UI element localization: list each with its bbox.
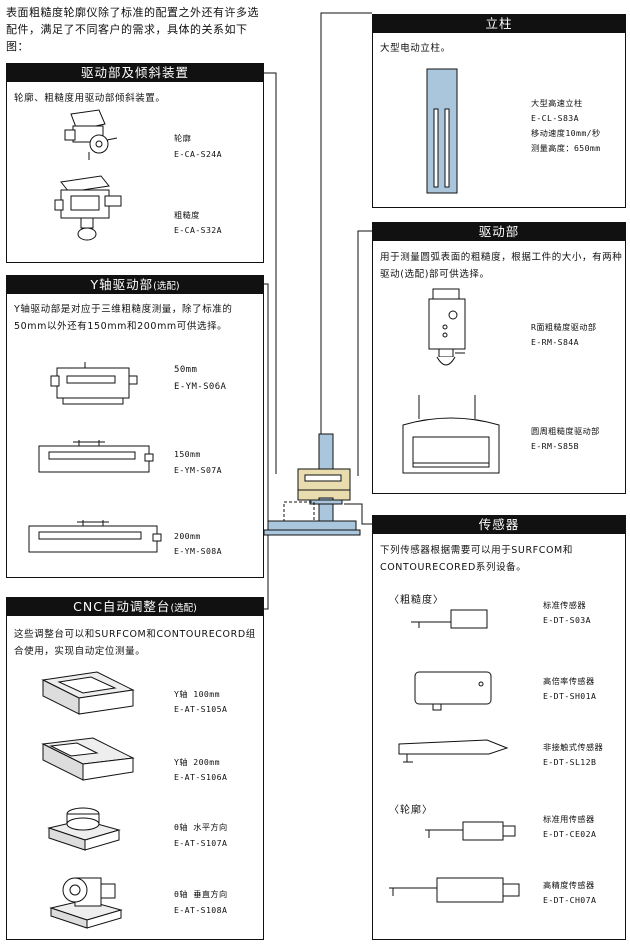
item-sensor-std-code: E-DT-S03A: [543, 615, 591, 625]
panel-sensor: 传感器 下列传感器根据需要可以用于SURFCOM和CONTOURECORED系列…: [372, 515, 626, 940]
panel-column-title: 立柱: [372, 14, 626, 33]
cnc-y200-stage-icon: [37, 734, 137, 786]
panel-drive-tilt-title: 驱动部及倾斜装置: [6, 63, 264, 82]
item-cnc-y100-name: Y轴 100mm: [174, 689, 220, 699]
cnc-theta-horizontal-icon: [43, 798, 127, 854]
item-roughness-code: E-CA-S32A: [174, 225, 222, 235]
item-sensor-std-name: 标准传感器: [543, 600, 586, 610]
item-sensor-precision-code: E-DT-CH07A: [543, 895, 597, 905]
item-y200-name: 200mm: [174, 531, 201, 541]
panel-cnc-title: CNC自动调整台(选配): [6, 597, 264, 616]
panel-drive-tilt-desc: 轮廓、粗糙度用驱动部倾斜装置。: [14, 93, 166, 104]
item-r-drive-code: E-RM-S84A: [531, 337, 579, 347]
column-line-3: 移动速度10mm/秒: [531, 128, 601, 138]
item-cnc-theta-v-code: E-AT-S108A: [174, 905, 228, 915]
contour-tilt-device-icon: [59, 108, 119, 162]
y-drive-150mm-icon: [33, 438, 157, 478]
item-sensor-noncontact-code: E-DT-SL12B: [543, 757, 597, 767]
item-cnc-theta-v-name: θ轴 垂直方向: [174, 889, 228, 899]
standard-sensor-icon: [409, 608, 493, 638]
item-contour-name: 轮廓: [174, 133, 192, 143]
circumference-drive-icon: [395, 393, 507, 477]
panel-y-axis: Y轴驱动部(选配) Y轴驱动部是对应于三维粗糙度测量，除了标准的50mm以外还有…: [6, 275, 264, 578]
column-line-2: E-CL-S83A: [531, 113, 579, 123]
cnc-y100-stage-icon: [37, 668, 137, 720]
panel-y-axis-desc: Y轴驱动部是对应于三维粗糙度测量，除了标准的50mm以外还有150mm和200m…: [14, 304, 233, 332]
large-column-icon: [425, 67, 459, 195]
panel-sensor-title: 传感器: [372, 515, 626, 534]
panel-drive-title: 驱动部: [372, 222, 626, 241]
item-cnc-y100-code: E-AT-S105A: [174, 704, 228, 714]
item-cnc-theta-h-code: E-AT-S107A: [174, 838, 228, 848]
item-sensor-contour-std-code: E-DT-CE02A: [543, 829, 597, 839]
item-sensor-noncontact-name: 非接触式传感器: [543, 742, 604, 752]
connector-drive: [357, 230, 372, 476]
panel-column: 立柱 大型电动立柱。 大型高速立柱 E-CL-S83A 移动速度10mm/秒 测…: [372, 14, 626, 208]
connector-column: [320, 12, 372, 440]
item-circ-drive-code: E-RM-S85B: [531, 441, 579, 451]
panel-sensor-desc: 下列传感器根据需要可以用于SURFCOM和CONTOURECORED系列设备。: [380, 545, 573, 573]
non-contact-sensor-icon: [397, 738, 509, 768]
cnc-theta-vertical-icon: [45, 864, 129, 930]
item-circ-drive-name: 圆周粗糙度驱动部: [531, 426, 600, 436]
item-cnc-theta-h-name: θ轴 水平方向: [174, 822, 228, 832]
item-cnc-y200-name: Y轴 200mm: [174, 757, 220, 767]
central-machine-illustration: [262, 420, 362, 550]
item-r-drive-name: R面粗糙度驱动部: [531, 322, 597, 332]
panel-cnc-desc: 这些调整台可以和SURFCOM和CONTOURECORD组合使用，实现自动定位测…: [14, 629, 256, 657]
panel-drive-tilt: 驱动部及倾斜装置 轮廓、粗糙度用驱动部倾斜装置。 轮廓 E-CA-S24A 粗糙…: [6, 63, 264, 263]
item-sensor-contour-std-name: 标准用传感器: [543, 814, 595, 824]
y-drive-200mm-icon: [25, 518, 165, 558]
item-y150-code: E-YM-S07A: [174, 465, 222, 475]
item-y50-name: 50mm: [174, 365, 198, 375]
connector-y-cnc: [264, 283, 269, 610]
item-sensor-high-name: 高倍率传感器: [543, 676, 595, 686]
sensor-group-roughness: 〈粗糙度〉: [389, 595, 444, 606]
high-magnification-sensor-icon: [413, 670, 495, 712]
y-drive-50mm-icon: [49, 354, 141, 410]
item-sensor-high-code: E-DT-SH01A: [543, 691, 597, 701]
intro-text: 表面粗糙度轮廓仪除了标准的配置之外还有许多选配件，满足了不同客户的需求，具体的关…: [6, 6, 259, 53]
panel-column-desc: 大型电动立柱。: [380, 43, 451, 54]
panel-drive-desc: 用于测量圆弧表面的粗糙度，根据工件的大小，有两种驱动(选配)部可供选择。: [380, 252, 623, 280]
high-precision-sensor-icon: [387, 874, 527, 914]
standard-contour-sensor-icon: [423, 816, 523, 846]
r-surface-drive-icon: [423, 287, 469, 373]
item-roughness-name: 粗糙度: [174, 210, 200, 220]
item-sensor-precision-name: 高精度传感器: [543, 880, 595, 890]
panel-cnc: CNC自动调整台(选配) 这些调整台可以和SURFCOM和CONTOURECOR…: [6, 597, 264, 940]
panel-drive: 驱动部 用于测量圆弧表面的粗糙度，根据工件的大小，有两种驱动(选配)部可供选择。…: [372, 222, 626, 494]
sensor-group-contour: 〈轮廓〉: [389, 805, 433, 816]
item-cnc-y200-code: E-AT-S106A: [174, 772, 228, 782]
column-line-1: 大型高速立柱: [531, 98, 583, 108]
item-y150-name: 150mm: [174, 449, 201, 459]
connector-drive-tilt: [264, 72, 277, 474]
roughness-tilt-device-icon: [51, 172, 127, 246]
column-line-4: 测量高度：650mm: [531, 143, 601, 153]
panel-y-axis-title: Y轴驱动部(选配): [6, 275, 264, 294]
item-y200-code: E-YM-S08A: [174, 546, 222, 556]
item-y50-code: E-YM-S06A: [174, 382, 227, 392]
item-contour-code: E-CA-S24A: [174, 149, 222, 159]
connector-sensor: [344, 503, 372, 525]
